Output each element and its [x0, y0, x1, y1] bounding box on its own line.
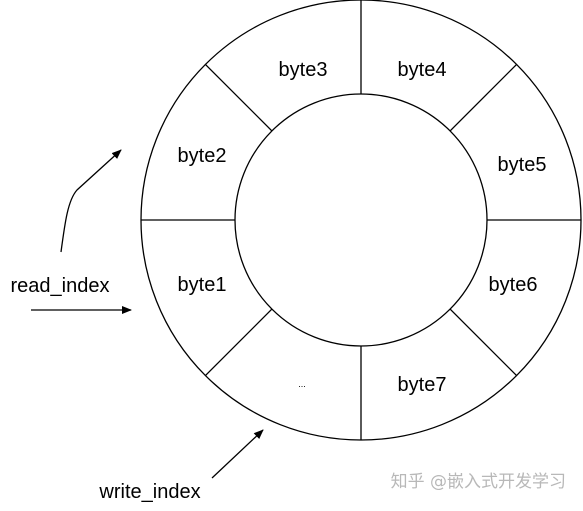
- segment-label-byte7: byte7: [398, 374, 447, 396]
- segment-labels: byte3 byte4 byte5 byte6 byte7 ... byte1 …: [178, 59, 547, 396]
- segment-label-byte1: byte1: [178, 274, 227, 296]
- segment-label-byte5: byte5: [498, 154, 547, 176]
- segment-label-byte4: byte4: [398, 59, 447, 81]
- segment-divider-5: [204, 308, 273, 377]
- segment-label-byte3: byte3: [279, 59, 328, 81]
- segment-label-ellipsis: ...: [298, 379, 306, 389]
- watermark-text: 知乎 @嵌入式开发学习: [391, 472, 566, 492]
- write-index-label: write_index: [98, 481, 200, 503]
- write-index-arrow: [211, 429, 264, 479]
- read-index-label: read_index: [11, 275, 110, 297]
- segment-divider-3: [204, 63, 273, 132]
- inner-ring: [234, 93, 488, 347]
- segment-dividers: [141, 0, 581, 440]
- segment-label-byte2: byte2: [178, 145, 227, 167]
- segment-divider-1: [449, 63, 518, 132]
- segment-divider-7: [449, 308, 518, 377]
- segment-label-byte6: byte6: [489, 274, 538, 296]
- write-index-pointer: write_index: [98, 429, 264, 503]
- read-index-arrow-upper: [60, 149, 122, 253]
- read-index-pointer: read_index: [11, 149, 132, 314]
